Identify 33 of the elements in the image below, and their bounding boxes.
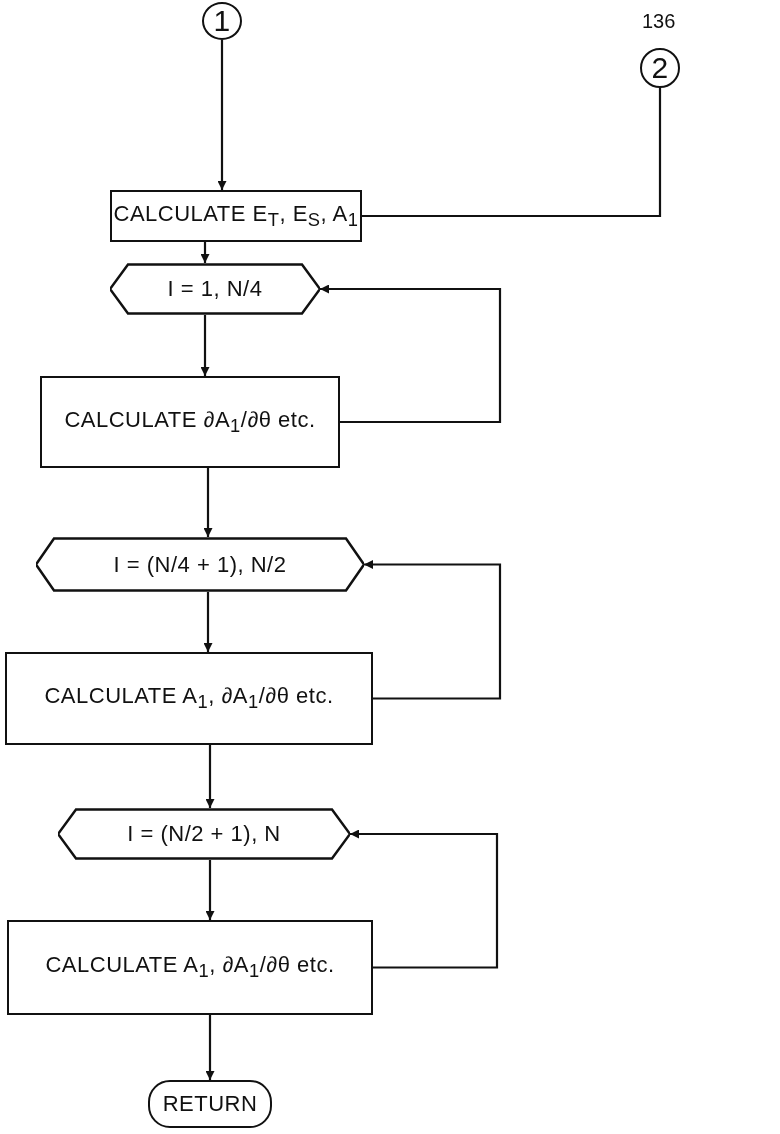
connector-number: 2	[651, 51, 669, 85]
connector-line	[362, 88, 662, 218]
loop-hexagon	[58, 808, 350, 860]
step-text: CALCULATE A$_{1}$, ∂A$_{1}$/∂θ etc.	[44, 683, 334, 714]
step-text: RETURN	[162, 1091, 258, 1117]
terminator	[148, 1080, 272, 1128]
process-box	[7, 920, 373, 1015]
page-number: 136	[642, 10, 676, 33]
arrow	[203, 468, 213, 537]
loop-hexagon	[110, 263, 320, 315]
arrow	[200, 315, 210, 376]
process-box	[110, 190, 362, 242]
connector-circle	[202, 2, 242, 40]
arrow	[364, 560, 502, 700]
process-box	[5, 652, 373, 745]
step-text: CALCULATE E$_{T}$, E$_{S}$, A$_{1}$	[113, 200, 359, 232]
step-text: CALCULATE ∂A$_{1}$/∂θ etc.	[64, 406, 316, 438]
arrow	[205, 860, 215, 920]
loop-hexagon	[36, 537, 364, 592]
connector-circle	[640, 48, 680, 88]
process-box	[40, 376, 340, 468]
loop-condition: I = (N/4 + 1), N/2	[113, 551, 287, 578]
arrow	[205, 1015, 215, 1080]
connector-number: 1	[213, 4, 231, 38]
arrow	[217, 40, 227, 190]
arrow	[350, 829, 499, 969]
arrow	[320, 284, 502, 424]
arrow	[205, 745, 215, 808]
loop-condition: I = 1, N/4	[167, 276, 263, 302]
loop-condition: I = (N/2 + 1), N	[127, 821, 281, 847]
step-text: CALCULATE A$_{1}$, ∂A$_{1}$/∂θ etc.	[45, 952, 335, 983]
arrow	[200, 242, 210, 263]
arrow	[203, 592, 213, 652]
